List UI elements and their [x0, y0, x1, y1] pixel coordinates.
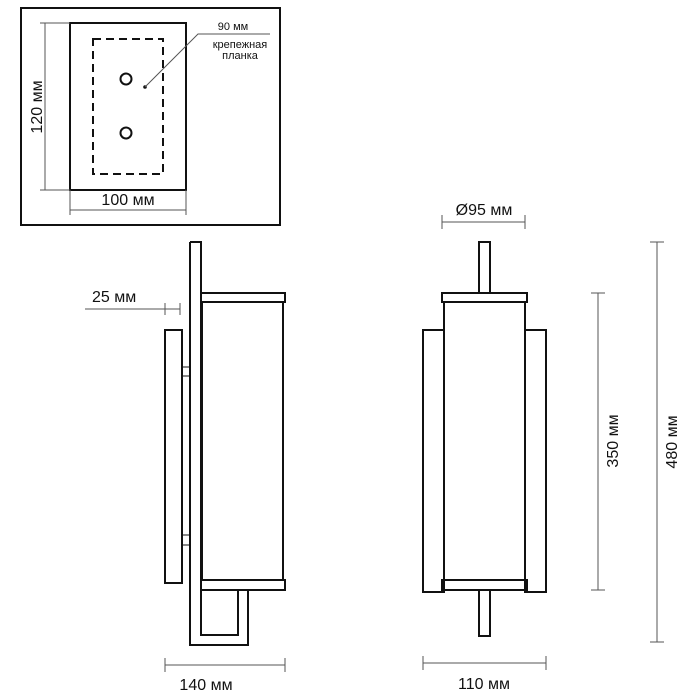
plate-label-2: планка	[222, 50, 259, 62]
offset-label: 25 мм	[92, 289, 136, 306]
bottom-rod	[478, 589, 491, 637]
side-view: 25 мм 140 мм	[85, 241, 286, 694]
canopy-outline	[69, 22, 187, 191]
bottom-cap	[441, 579, 528, 591]
glass-shade	[201, 301, 284, 581]
width-label: 100 мм	[101, 192, 154, 209]
top-cap	[441, 292, 528, 303]
depth-label: 140 мм	[179, 677, 232, 694]
top-rod	[478, 241, 491, 294]
bottom-cap	[200, 579, 286, 591]
leader-line	[144, 33, 270, 88]
right-panel	[524, 329, 547, 593]
plate-width-label: 90 мм	[218, 21, 248, 33]
height-label: 120 мм	[29, 80, 46, 133]
shade-height-label: 350 мм	[605, 414, 622, 467]
left-panel	[422, 329, 445, 593]
plate-label-1: крепежная	[213, 39, 268, 51]
front-view: Ø95 мм 110 мм 350 мм 480 мм	[422, 202, 681, 693]
glass-shade	[443, 301, 526, 581]
diameter-label: Ø95 мм	[456, 202, 513, 219]
mounting-plate-inset: 90 мм крепежная планка 120 мм 100 мм	[20, 7, 281, 226]
inset-frame	[20, 7, 281, 226]
wall-plate	[164, 329, 183, 584]
screw-hole-icon	[119, 72, 133, 86]
mounting-bar-dashed	[92, 38, 164, 175]
screw-hole-icon	[119, 126, 133, 140]
top-cap	[200, 292, 286, 303]
total-height-label: 480 мм	[664, 415, 681, 468]
width-label: 110 мм	[458, 676, 510, 693]
